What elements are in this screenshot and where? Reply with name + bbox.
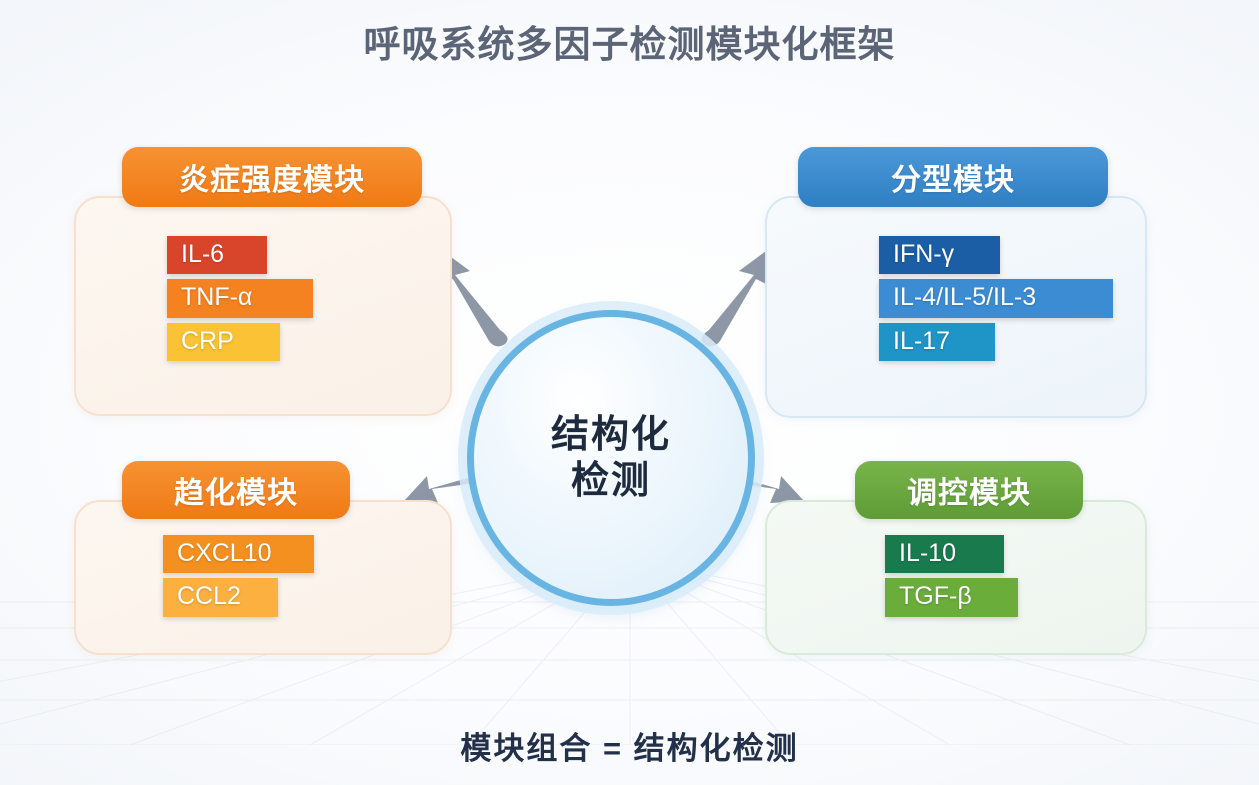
chip-label: IL-17	[893, 326, 950, 355]
module-header-phenotype[interactable]: 分型模块	[798, 147, 1108, 207]
module-header-chemotaxis[interactable]: 趋化模块	[122, 461, 350, 519]
module-header-label: 趋化模块	[174, 477, 298, 510]
module-items-chemotaxis: CXCL10 CCL2	[163, 535, 314, 617]
page-title: 呼吸系统多因子检测模块化框架	[363, 24, 896, 65]
module-card-regulation[interactable]	[765, 500, 1147, 655]
module-items-phenotype: IFN-γ IL-4/IL-5/IL-3 IL-17	[879, 236, 1113, 361]
chip-label: TNF-α	[181, 283, 253, 312]
chip-ccl2[interactable]: CCL2	[163, 578, 278, 617]
footer-caption: 模块组合 = 结构化检测	[460, 731, 799, 766]
module-header-inflammation[interactable]: 炎症强度模块	[122, 147, 422, 207]
chip-il10[interactable]: IL-10	[885, 535, 1004, 574]
chip-label: IFN-γ	[893, 240, 955, 268]
chip-label: TGF-β	[899, 582, 972, 611]
chip-crp[interactable]: CRP	[167, 322, 280, 361]
chip-cxcl10[interactable]: CXCL10	[163, 535, 314, 574]
chip-label: CXCL10	[177, 539, 272, 567]
chip-ifn-gamma[interactable]: IFN-γ	[879, 236, 1000, 275]
module-header-label: 分型模块	[891, 164, 1015, 197]
chip-tnf-alpha[interactable]: TNF-α	[167, 279, 313, 318]
center-line-1: 结构化	[550, 413, 671, 456]
chip-il4-il5-il3[interactable]: IL-4/IL-5/IL-3	[879, 279, 1113, 318]
center-node-structured-detection[interactable]: 结构化 检测	[467, 310, 755, 606]
chip-tgf-beta[interactable]: TGF-β	[885, 578, 1018, 617]
module-items-regulation: IL-10 TGF-β	[885, 535, 1018, 617]
module-items-inflammation: IL-6 TNF-α CRP	[167, 236, 313, 361]
chip-label: IL-6	[181, 240, 225, 268]
module-header-regulation[interactable]: 调控模块	[855, 461, 1083, 519]
chip-label: CRP	[181, 326, 234, 355]
module-header-label: 调控模块	[907, 477, 1031, 510]
module-header-label: 炎症强度模块	[179, 164, 365, 197]
module-card-chemotaxis[interactable]	[74, 500, 452, 655]
chip-il17[interactable]: IL-17	[879, 322, 995, 361]
chip-label: IL-4/IL-5/IL-3	[893, 283, 1037, 312]
arrow-to-inflammation	[441, 251, 508, 347]
card-body	[765, 500, 1147, 655]
center-line-2: 检测	[570, 460, 651, 502]
chip-il6[interactable]: IL-6	[167, 236, 267, 275]
chip-label: CCL2	[177, 582, 241, 611]
chip-label: IL-10	[899, 539, 956, 567]
card-body	[74, 500, 452, 655]
arrow-to-phenotype	[701, 251, 768, 347]
